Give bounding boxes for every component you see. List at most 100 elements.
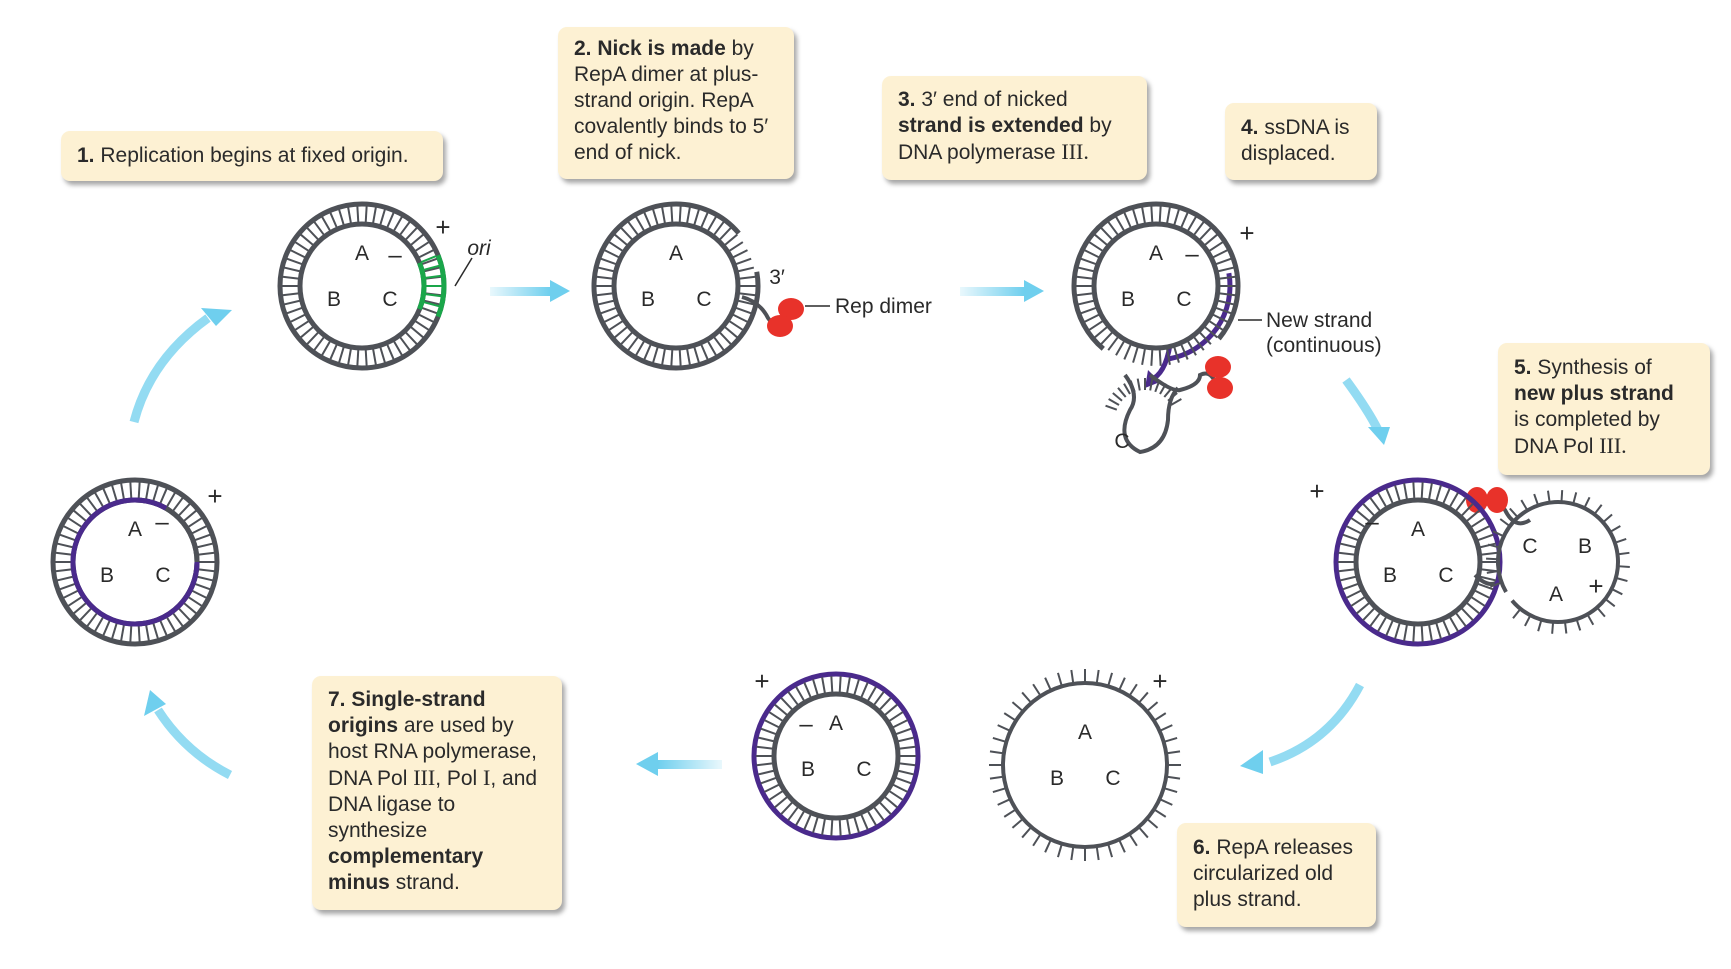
step5-loop-label-c: C: [1522, 535, 1537, 558]
plasmid-step7: [751, 671, 921, 841]
step7-mid2: , Pol: [435, 767, 484, 790]
arrow-step2-to-3: [960, 280, 1044, 302]
step7-plus-sign: +: [754, 666, 769, 696]
step1-label-a: A: [355, 242, 369, 265]
step3-roman: III.: [1061, 139, 1089, 164]
new-strand-subtitle: (continuous): [1266, 334, 1382, 357]
arrow-step1-to-2: [490, 280, 570, 302]
step1-minus-sign: –: [388, 242, 402, 269]
step5-number: 5.: [1514, 356, 1532, 379]
step7-roman2: I: [483, 765, 491, 790]
step7-bold1: Single-strand origins: [328, 688, 486, 737]
new-strand-step3: [1168, 272, 1233, 362]
step7-caption: 7. Single-strand origins are used by hos…: [312, 676, 562, 910]
plasmid-step5-inner-strand: [1353, 497, 1483, 627]
rep-dimer-label: Rep dimer: [835, 295, 932, 318]
step3-bold: strand is extended: [898, 114, 1084, 137]
step7-mid3: , and DNA ligase to synthesize: [328, 767, 538, 842]
step7-roman1: III: [413, 765, 436, 790]
arrow-step5-to-6: [1240, 682, 1364, 774]
arrow-step7-to-final: [144, 690, 233, 780]
final-minus-sign: –: [155, 509, 169, 536]
step1-text: Replication begins at fixed origin.: [100, 144, 409, 167]
step5-loop-label-b: B: [1578, 535, 1592, 558]
step5-label-c: C: [1438, 564, 1453, 587]
step4-text: ssDNA is displaced.: [1241, 116, 1350, 165]
step5-pre: Synthesis of: [1537, 356, 1652, 379]
step3-caption: 3. 3′ end of nicked strand is extended b…: [882, 76, 1147, 180]
step3-minus-sign: –: [1185, 241, 1199, 268]
step5-loop-label-a: A: [1549, 583, 1563, 606]
step2-label-a: A: [669, 242, 683, 265]
step7-minus-sign: –: [799, 711, 813, 738]
step7-mid1: are used by host RNA polymerase, DNA Pol: [328, 714, 537, 790]
step5-minus-sign: –: [1365, 509, 1379, 536]
plasmid-final-new-minus: [70, 497, 200, 627]
arrow-final-to-step1: [129, 308, 232, 424]
step1-label-c: C: [382, 288, 397, 311]
step6-label-a: A: [1078, 721, 1092, 744]
step7-label-b: B: [801, 758, 815, 781]
step3-label-a: A: [1149, 242, 1163, 265]
ori-label: ori: [467, 237, 492, 260]
rep-dimer-step3: [1205, 356, 1233, 399]
plasmid-step2-outer-strand: [591, 201, 761, 371]
plasmid-final: [50, 477, 220, 647]
step3-displaced-label-c: C: [1114, 430, 1129, 453]
step2-text: by RepA dimer at plus-strand origin. Rep…: [574, 37, 769, 164]
final-plus-sign: +: [207, 481, 222, 511]
step3-post: by DNA polymerase: [898, 114, 1112, 164]
plasmid-step2-inner-strand: [611, 221, 741, 351]
plasmid-step7-inner-strand: [771, 691, 901, 821]
step7-number: 7.: [328, 688, 346, 711]
step4-caption: 4. ssDNA is displaced.: [1225, 103, 1377, 180]
step2-label-b: B: [641, 288, 655, 311]
step5-label-a: A: [1411, 518, 1425, 541]
ori-pointer: [454, 257, 473, 287]
plasmid-step3-outer-strand: [1071, 201, 1241, 351]
displaced-ssdna-loop: [1122, 373, 1180, 455]
step6-plus-sign: +: [1152, 666, 1167, 696]
step3-plus-sign: +: [1239, 218, 1254, 248]
step1-plus-sign: +: [435, 212, 450, 242]
ssdna-strand: [1001, 681, 1169, 849]
arrow-step6-to-7: [636, 752, 722, 776]
arrow-step4-to-5: [1342, 377, 1390, 445]
final-label-a: A: [128, 518, 142, 541]
step4-number: 4.: [1241, 116, 1259, 139]
step3-label-c: C: [1176, 288, 1191, 311]
cycle-arrows: [129, 280, 1390, 780]
final-label-b: B: [100, 564, 114, 587]
step1-caption: 1. Replication begins at fixed origin.: [61, 131, 443, 181]
step2-number: 2.: [574, 37, 592, 60]
rep-dimer-step2: [767, 298, 804, 337]
plasmid-step7-outer-strand: [751, 671, 921, 841]
plasmid-step1: [277, 201, 447, 371]
step3-label-b: B: [1121, 288, 1135, 311]
plasmid-step3: [1071, 201, 1241, 411]
final-label-c: C: [155, 564, 170, 587]
step1-label-b: B: [327, 288, 341, 311]
step2-label-c: C: [696, 288, 711, 311]
step5-loop-plus-sign: +: [1588, 571, 1603, 601]
plasmid-final-outer-strand: [50, 477, 220, 647]
step6-text: RepA releases circularized old plus stra…: [1193, 836, 1353, 911]
step3-pre: 3′ end of nicked: [921, 88, 1068, 111]
step2-caption: 2. Nick is made by RepA dimer at plus-st…: [558, 27, 794, 179]
step6-label-b: B: [1050, 767, 1064, 790]
step7-label-a: A: [829, 712, 843, 735]
step5-plus-sign: +: [1309, 476, 1324, 506]
released-loop-step5: [1486, 490, 1630, 634]
step1-number: 1.: [77, 144, 95, 167]
step6-number: 6.: [1193, 836, 1211, 859]
ssdna-circle-step6: [989, 669, 1181, 861]
step3-number: 3.: [898, 88, 916, 111]
new-strand-label: New strand: [1266, 309, 1372, 332]
step5-bold: new plus strand: [1514, 382, 1674, 405]
plasmid-step2: [591, 201, 761, 371]
step7-label-c: C: [856, 758, 871, 781]
plasmid-step5: [1333, 477, 1503, 647]
step7-post: strand.: [395, 871, 460, 894]
step6-label-c: C: [1105, 767, 1120, 790]
